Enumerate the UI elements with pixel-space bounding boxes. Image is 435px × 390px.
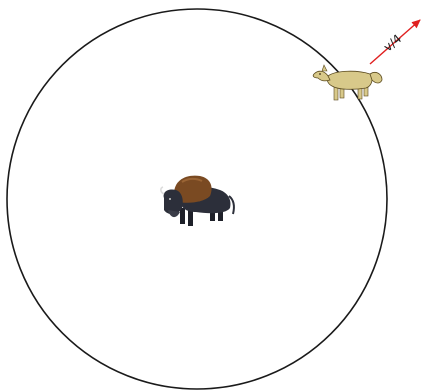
wolf-icon [313, 65, 382, 100]
bison-icon [161, 176, 234, 226]
